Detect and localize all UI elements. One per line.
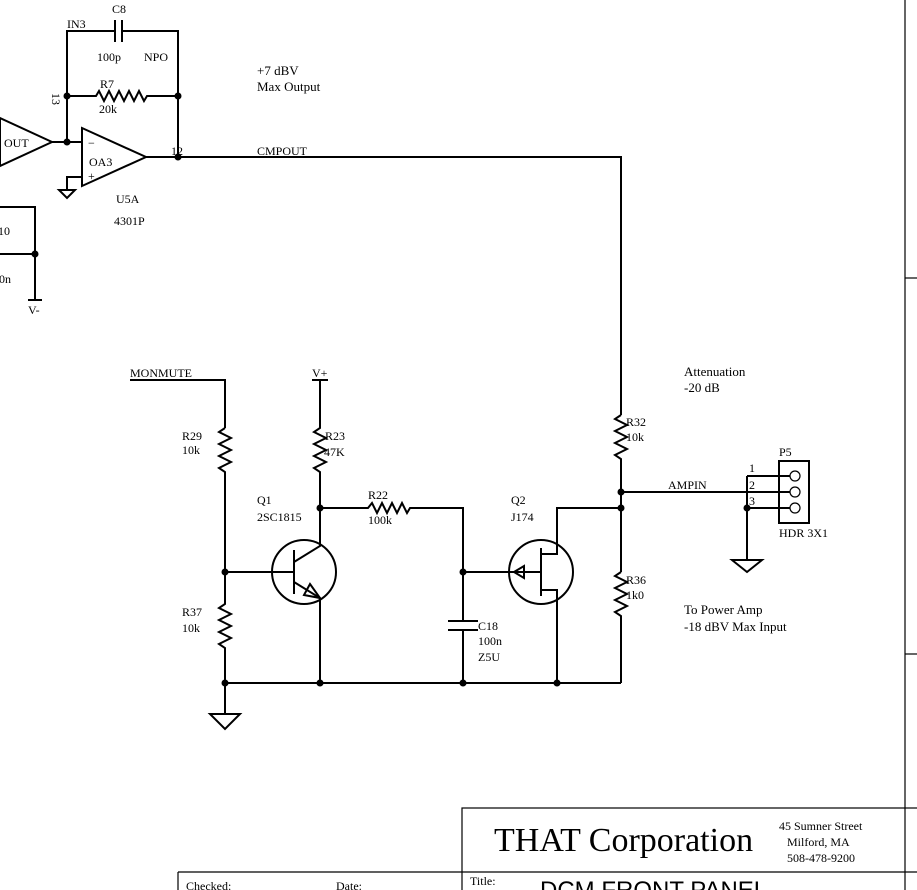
r22-ref-label: R22 <box>368 488 388 502</box>
u5a-part-label: 4301P <box>114 214 145 228</box>
r29-value-label: 10k <box>182 443 200 457</box>
opamp-minus-sign: − <box>88 136 95 150</box>
p5-ref-label: P5 <box>779 445 792 459</box>
c18-value-label: 100n <box>478 634 502 648</box>
address-line1: 45 Sumner Street <box>779 819 863 833</box>
opamp-plus-sign: + <box>88 169 95 183</box>
attenuation-line2: -20 dB <box>684 380 720 395</box>
title-block: THAT Corporation 45 Sumner Street Milfor… <box>177 0 917 890</box>
c8-type-label: NPO <box>144 50 168 64</box>
r7-value-label: 20k <box>99 102 117 116</box>
partial-10-label: 10 <box>0 224 10 238</box>
c8-ref-label: C8 <box>112 2 126 16</box>
q1-part-label: 2SC1815 <box>257 510 302 524</box>
q1-ref-label: Q1 <box>257 493 272 507</box>
r37-value-label: 10k <box>182 621 200 635</box>
vplus-label: V+ <box>312 366 328 380</box>
attenuation-line1: Attenuation <box>684 364 746 379</box>
r37-ref-label: R37 <box>182 605 202 619</box>
p5-pin3-label: 3 <box>749 494 755 508</box>
c18-type-label: Z5U <box>478 650 500 664</box>
r36-value-label: 1k0 <box>626 588 644 602</box>
address-line3: 508-478-9200 <box>787 851 855 865</box>
out-label: OUT <box>4 136 29 150</box>
in3-label: IN3 <box>67 17 86 31</box>
p5-pin2-label: 2 <box>749 478 755 492</box>
ampin-net-label: AMPIN <box>668 478 707 492</box>
q2-ref-label: Q2 <box>511 493 526 507</box>
max-output-line1: +7 dBV <box>257 63 299 78</box>
q2-part-label: J174 <box>511 510 534 524</box>
r36-ref-label: R36 <box>626 573 646 587</box>
r32-value-label: 10k <box>626 430 644 444</box>
c8-value-label: 100p <box>97 50 121 64</box>
vminus-label: V- <box>28 303 40 317</box>
r23-ref-label: R23 <box>325 429 345 443</box>
power-amp-line2: -18 dBV Max Input <box>684 619 787 634</box>
company-name: THAT Corporation <box>494 822 753 859</box>
drawing-title: DCM FRONT PANEL <box>540 877 767 890</box>
max-output-line2: Max Output <box>257 79 321 94</box>
mute-section: MONMUTE V+ R29 10k R23 47K Q1 2SC1815 R2… <box>130 366 621 731</box>
attenuator-section: Attenuation -20 dB R32 10k AMPIN R36 1k0… <box>612 364 828 683</box>
cmpout-net-label: CMPOUT <box>257 144 308 158</box>
pin12-label: 12 <box>171 144 183 158</box>
c18-ref-label: C18 <box>478 619 498 633</box>
p5-pin1-label: 1 <box>749 461 755 475</box>
power-amp-line1: To Power Amp <box>684 602 763 617</box>
r7-ref-label: R7 <box>100 77 114 91</box>
r23-value-label: 47K <box>324 445 345 459</box>
partial-0n-label: 0n <box>0 272 11 286</box>
checked-label: Checked: <box>186 879 231 890</box>
monmute-net-label: MONMUTE <box>130 366 192 380</box>
address-line2: Milford, MA <box>787 835 850 849</box>
opamp-section: IN3 C8 100p NPO 13 R7 20k OUT − OA3 + 12… <box>0 2 622 415</box>
hdr-part-label: HDR 3X1 <box>779 526 828 540</box>
title-label: Title: <box>470 874 496 888</box>
r22-value-label: 100k <box>368 513 392 527</box>
date-label: Date: <box>336 879 362 890</box>
pin13-label: 13 <box>49 93 63 105</box>
r32-ref-label: R32 <box>626 415 646 429</box>
oa3-label: OA3 <box>89 155 112 169</box>
u5a-label: U5A <box>116 192 140 206</box>
r29-ref-label: R29 <box>182 429 202 443</box>
